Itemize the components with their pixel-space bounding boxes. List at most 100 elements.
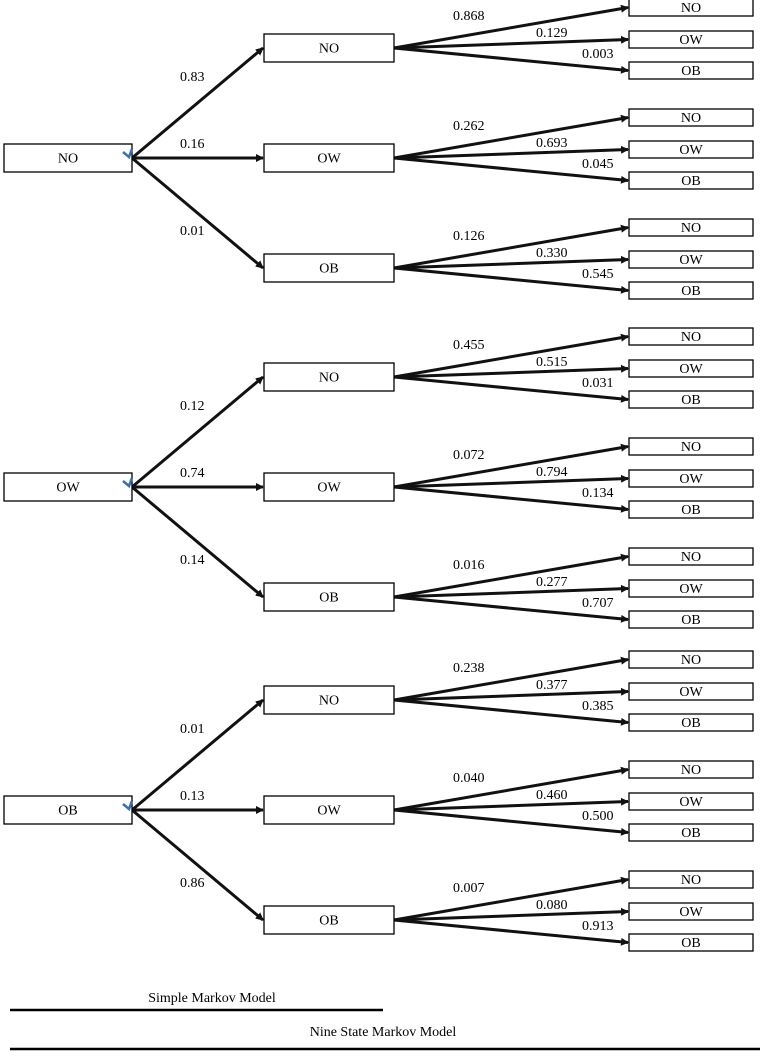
root-ow-to-ob-arrow (131, 485, 264, 599)
root-ow-to-ob-to-ob-prob: 0.707 (582, 596, 614, 611)
root-ob-to-ob-to-ob-arrow (393, 918, 629, 946)
root-ow-to-ob-box: OB (263, 582, 395, 612)
root-ow-to-no-to-no-box-label: NO (681, 330, 701, 345)
root-no-to-no-to-ow-prob: 0.129 (536, 26, 568, 41)
root-ow-to-no-to-ob-arrow (393, 375, 629, 403)
root-no-to-ob-to-ob-box-label: OB (681, 284, 700, 299)
root-ow-to-no-to-ob-prob: 0.031 (582, 376, 614, 391)
root-ow-to-ow-to-ob-box-label: OB (681, 503, 700, 518)
root-ow-to-ow-to-ob-box: OB (628, 500, 754, 519)
root-ow-to-ob-to-no-box-rect (628, 547, 754, 566)
root-no-to-no-to-no-prob: 0.868 (453, 9, 485, 24)
root-no-to-ow-to-no-prob: 0.262 (453, 119, 485, 134)
root-ob-to-ow-to-no-box-label: NO (681, 763, 701, 778)
root-no-to-ob-to-ow-prob: 0.330 (536, 246, 568, 261)
root-ob-to-ob-arrow (131, 808, 264, 922)
root-no-to-ow-to-ob-arrow (393, 156, 629, 184)
root-ob-to-ow-box: OW (263, 795, 395, 825)
root-no-to-ow-box-rect (263, 143, 395, 173)
root-ob-to-ow-to-ow-prob: 0.460 (536, 788, 568, 803)
root-ow-to-ob-prob: 0.14 (180, 553, 205, 568)
root-ob-to-ow-box-label: OW (317, 804, 341, 819)
root-ow-to-ow-to-no-box-rect (628, 437, 754, 456)
root-ob-to-ow-to-ob-box-rect (628, 823, 754, 842)
root-ow-to-no-to-ow-box: OW (628, 359, 754, 378)
root-ow-to-ob-to-ow-prob: 0.277 (536, 575, 568, 590)
root-ob-to-ow-to-ow-box-rect (628, 792, 754, 811)
root-no-to-ow-box: OW (263, 143, 395, 173)
root-ow-to-ob-to-ow-box: OW (628, 579, 754, 598)
root-ow-to-ow-box-rect (263, 472, 395, 502)
root-ob-box-rect (3, 795, 133, 825)
root-ob-to-no-to-no-box-rect (628, 650, 754, 669)
root-no-to-ob-box: OB (263, 253, 395, 283)
root-ob-to-no-prob: 0.01 (180, 722, 205, 737)
root-ow-to-ob-box-label: OB (319, 591, 338, 606)
root-ob-to-ob-to-ow-box-label: OW (679, 905, 703, 920)
root-ob-to-ob-prob: 0.86 (180, 876, 205, 891)
root-ob-box: OB (3, 795, 133, 825)
root-ob-to-ob-to-no-box: NO (628, 870, 754, 889)
root-ow-to-ob-to-ob-box-label: OB (681, 613, 700, 628)
root-no-to-ob-to-ob-prob: 0.545 (582, 267, 614, 282)
root-ow-to-ow-prob: 0.74 (180, 466, 205, 481)
nodes-layer: NO NO NO OW OB OW NO OW OB OB NO OW OB OW NO NO OW OB OW NO… (3, 0, 754, 952)
root-ow-to-no-to-ob-box-rect (628, 390, 754, 409)
root-no-to-no-to-ob-box: OB (628, 61, 754, 80)
root-no-to-ob-box-label: OB (319, 262, 338, 277)
root-no-to-ow-to-no-box-label: NO (681, 111, 701, 126)
root-ow-to-ob-to-ow-box-label: OW (679, 582, 703, 597)
root-no-to-ow-to-no-arrow (393, 114, 629, 160)
root-ob-to-ob-to-ow-box-rect (628, 902, 754, 921)
root-no-to-ob-to-no-arrow (393, 224, 629, 270)
root-no-to-no-box-rect (263, 33, 395, 63)
root-ob-to-no-to-ow-prob: 0.377 (536, 678, 568, 693)
root-no-to-no-to-ow-box-rect (628, 30, 754, 49)
root-ow-to-ob-to-ow-box-rect (628, 579, 754, 598)
root-ow-to-no-to-no-prob: 0.455 (453, 338, 485, 353)
root-ob-to-ow-to-ow-arrow (393, 797, 629, 812)
root-ow-box-label: OW (56, 481, 80, 496)
root-no-to-ow-to-ow-arrow (393, 145, 629, 160)
root-ow-to-ow-to-ow-prob: 0.794 (536, 465, 568, 480)
root-ob-to-no-to-ow-box: OW (628, 682, 754, 701)
root-no-to-ow-to-ow-prob: 0.693 (536, 136, 568, 151)
root-ob-to-ob-box: OB (263, 905, 395, 935)
root-ow-to-ob-to-no-arrow (393, 553, 629, 599)
root-ob-to-ow-to-no-box-rect (628, 760, 754, 779)
root-ow-to-no-to-ow-prob: 0.515 (536, 355, 568, 370)
root-ow-to-no-to-no-box-rect (628, 327, 754, 346)
root-ow-to-ob-to-no-box-label: NO (681, 550, 701, 565)
root-ob-to-ow-to-ob-arrow (393, 808, 629, 836)
root-no-to-ob-to-ow-box-rect (628, 250, 754, 269)
root-ob-to-no-arrow (131, 698, 264, 812)
root-no-to-ob-box-rect (263, 253, 395, 283)
root-ob-to-ob-to-ob-box: OB (628, 933, 754, 952)
root-no-to-no-to-ob-box-label: OB (681, 64, 700, 79)
root-no-to-ow-prob: 0.16 (180, 137, 205, 152)
root-no-to-ob-to-no-box-rect (628, 218, 754, 237)
root-ow-to-ob-to-ow-arrow (393, 584, 629, 599)
root-ob-to-ob-to-ow-box: OW (628, 902, 754, 921)
check-icon (122, 477, 134, 489)
root-ob-to-no-to-ob-prob: 0.385 (582, 699, 614, 714)
root-no-to-no-box: NO (263, 33, 395, 63)
root-ob-to-ob-to-no-box-label: NO (681, 873, 701, 888)
root-ob-to-ob-to-no-prob: 0.007 (453, 881, 485, 896)
root-no-to-no-prob: 0.83 (180, 70, 205, 85)
root-ow-to-no-to-no-box: NO (628, 327, 754, 346)
root-ob-to-ob-to-no-arrow (393, 876, 629, 922)
root-ow-box: OW (3, 472, 133, 502)
root-no-to-no-to-no-box-label: NO (681, 1, 701, 16)
root-no-to-ob-to-ow-box: OW (628, 250, 754, 269)
check-icon (122, 148, 134, 160)
root-ob-to-no-to-no-prob: 0.238 (453, 661, 485, 676)
root-ob-to-no-box: NO (263, 685, 395, 715)
root-ow-to-ob-to-no-box: NO (628, 547, 754, 566)
root-ob-to-ob-to-ow-arrow (393, 907, 629, 922)
root-no-to-ow-to-no-box-rect (628, 108, 754, 127)
root-no-to-ow-to-ob-box-label: OB (681, 174, 700, 189)
root-no-to-ow-to-ow-box-label: OW (679, 143, 703, 158)
root-ob-to-no-to-ow-box-label: OW (679, 685, 703, 700)
